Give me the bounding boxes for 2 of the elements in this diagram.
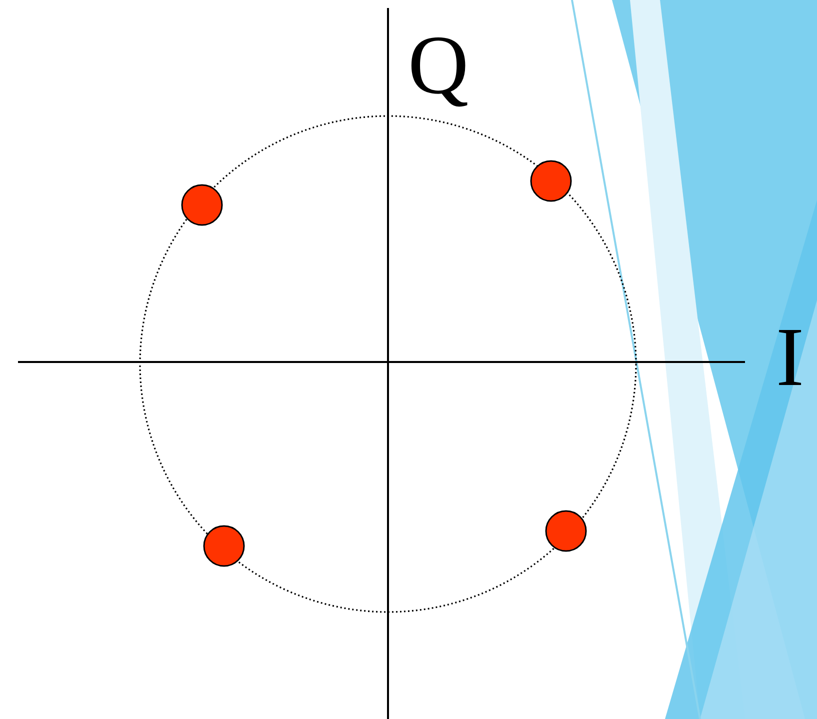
axis-label: I <box>776 316 804 400</box>
axis-label: Q <box>408 24 469 108</box>
